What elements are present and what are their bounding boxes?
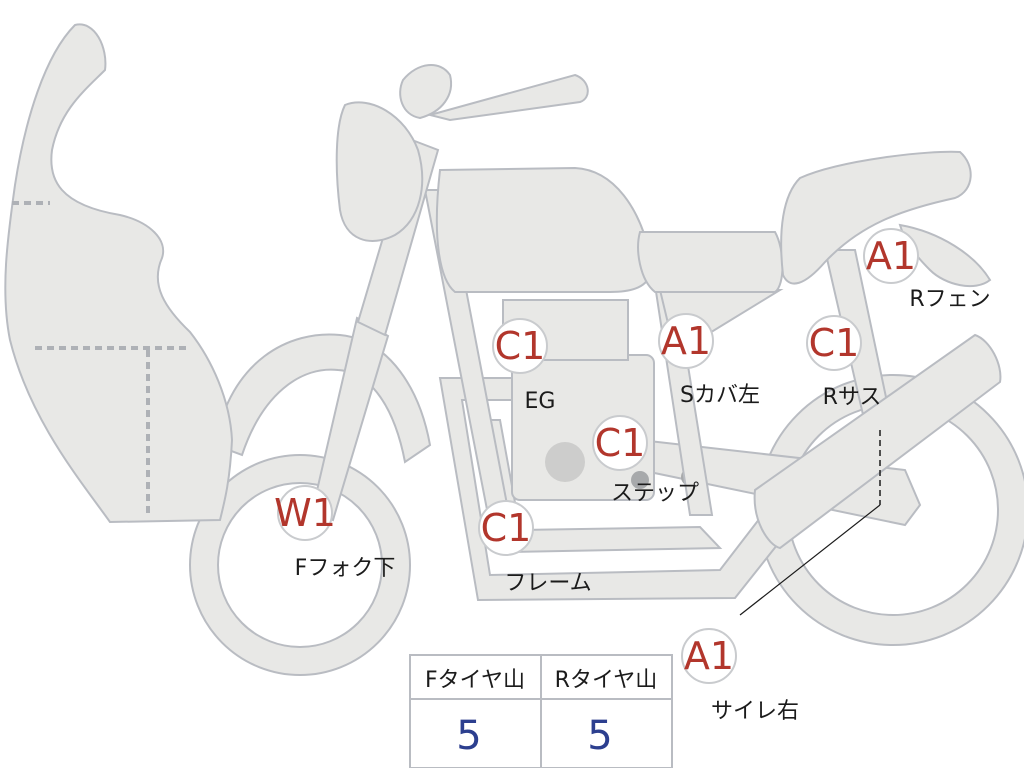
marker-grade: A1 (866, 234, 916, 278)
handlebar (430, 75, 588, 120)
marker-grade: C1 (809, 321, 860, 365)
marker-grade: A1 (684, 634, 734, 678)
rear-tread-header: Rタイヤ山 (555, 668, 658, 693)
engine-cover (545, 442, 585, 482)
front-fender (215, 334, 430, 462)
marker-part-label: Sカバ左 (680, 383, 760, 408)
marker-part-label: Rサス (823, 385, 882, 410)
marker-part-label: Rフェン (909, 287, 990, 312)
front-tread-value: 5 (456, 713, 481, 759)
tire-tread-table: Fタイヤ山 Rタイヤ山 5 5 (410, 655, 672, 768)
rear-tread-value: 5 (587, 713, 612, 759)
fairing (5, 24, 232, 522)
front-tread-header: Fタイヤ山 (425, 668, 525, 693)
marker-part-label: EG (525, 389, 556, 414)
seat-base (638, 232, 782, 292)
marker-grade: W1 (274, 491, 336, 535)
marker-silencer-right: A1 サイレ右 (682, 629, 799, 724)
marker-part-label: Fフォク下 (295, 556, 396, 581)
mirror (400, 65, 451, 118)
headlight (337, 102, 422, 241)
fuel-tank (437, 168, 651, 292)
marker-part-label: ステップ (611, 481, 699, 506)
marker-part-label: フレーム (504, 571, 591, 596)
marker-part-label: サイレ右 (711, 699, 799, 724)
marker-grade: C1 (481, 506, 532, 550)
marker-grade: C1 (595, 421, 646, 465)
marker-grade: A1 (661, 319, 711, 363)
marker-grade: C1 (495, 324, 546, 368)
